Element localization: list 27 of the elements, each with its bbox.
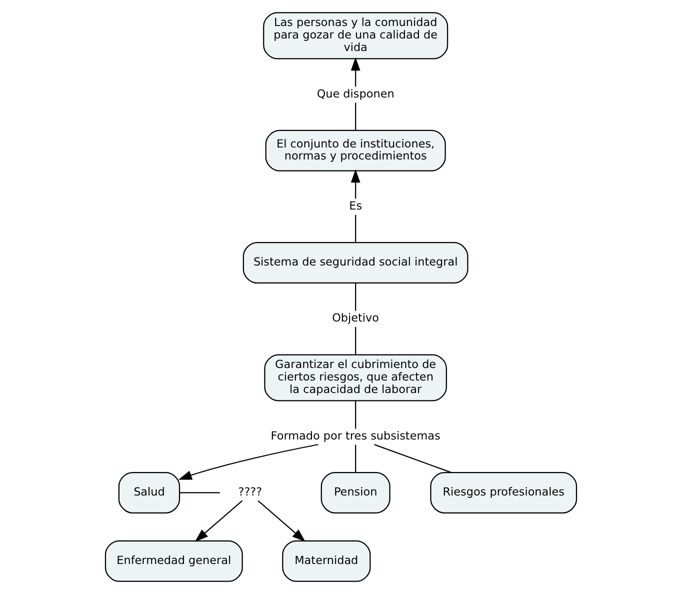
arrow (178, 444, 318, 480)
node-box: Riesgos profesionales (430, 472, 578, 514)
node-box: Maternidad (282, 540, 371, 582)
connector (355, 326, 356, 354)
arrow (350, 57, 360, 87)
node-box: Pension (320, 472, 390, 514)
node-text: Objetivo (332, 312, 380, 325)
arrow (258, 500, 306, 542)
node-box: Enfermedad general (104, 540, 243, 582)
node-box: Las personas y la comunidad para gozar de una calidad de vida (263, 12, 448, 60)
node-box: Garantizar el cubrimiento de ciertos riesgos, que afecten la capacidad de laborar (264, 354, 447, 402)
node-text: ???? (238, 486, 262, 499)
arrow (350, 169, 360, 199)
connector (355, 444, 356, 472)
node-box: El conjunto de instituciones, normas y procedimientos (265, 130, 446, 172)
connector (355, 283, 356, 311)
node-box: Sistema de seguridad social integral (242, 242, 468, 284)
node-text: Formado por tres subsistemas (270, 429, 440, 442)
node-text: Que disponen (316, 87, 394, 100)
connector (355, 102, 356, 130)
arrow (194, 500, 243, 542)
connector (355, 400, 356, 429)
connector (355, 214, 356, 242)
connector (180, 492, 220, 494)
node-text: Es (349, 200, 362, 213)
node-box: Salud (118, 472, 180, 514)
connector (374, 444, 452, 473)
